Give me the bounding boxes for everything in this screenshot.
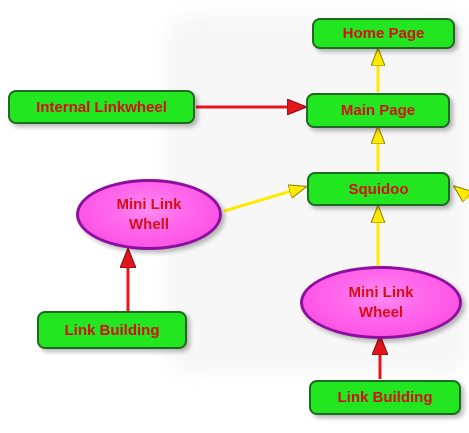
home-page-node: Home Page [312,18,455,49]
mini-link-whell-node: Mini Link Whell [76,179,222,250]
squidoo-label: Squidoo [348,180,409,198]
link-building-right-node: Link Building [309,380,461,415]
link-building-right-label: Link Building [337,389,433,406]
main-page-label: Main Page [340,102,416,119]
mini-link-whell-label: Mini Link Whell [116,196,182,233]
main-page-node: Main Page [306,93,450,128]
squidoo-node: Squidoo [307,172,450,206]
arrow-mini-left-to-squidoo [223,187,305,213]
home-page-label: Home Page [342,25,425,42]
mini-link-wheel-label: Mini Link Wheel [348,284,414,321]
link-building-left-label: Link Building [64,321,160,339]
internal-linkwheel-node: Internal Linkwheel [8,90,195,124]
link-building-left-node: Link Building [37,311,187,349]
arrow-right-offscreen [455,187,469,198]
mini-link-wheel-node: Mini Link Wheel [300,266,462,339]
internal-linkwheel-label: Internal Linkwheel [36,98,167,116]
